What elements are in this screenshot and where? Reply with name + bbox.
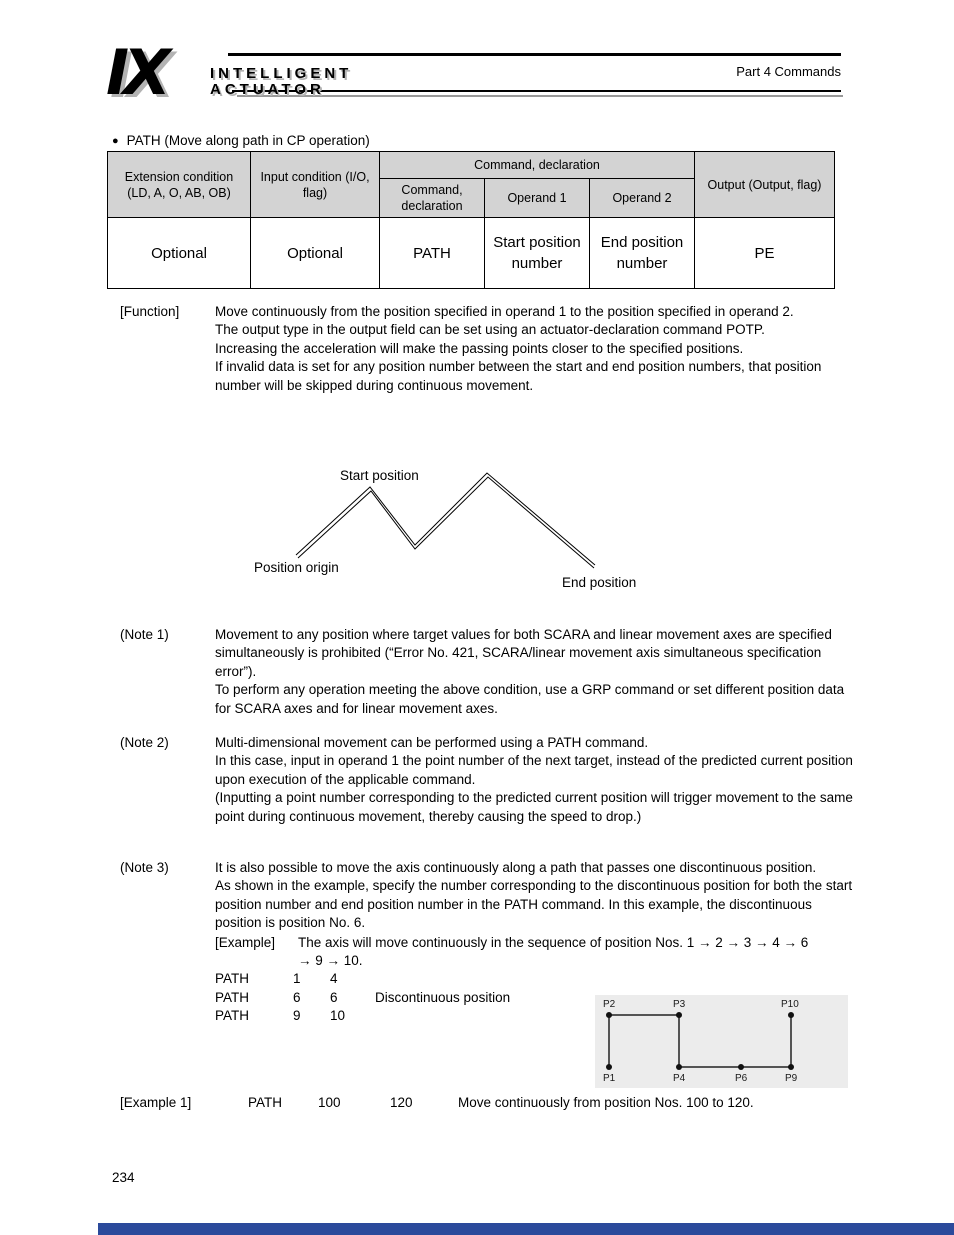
discontinuous-path-diagram: P2 P3 P10 P1 P4 P6 P9 [595, 995, 848, 1093]
path-diagram: Start position Position origin End posit… [240, 458, 660, 608]
note1-section: (Note 1) Movement to any position where … [120, 626, 855, 718]
note2-paragraph: In this case, input in operand 1 the poi… [215, 753, 853, 787]
example-text: The axis will move continuously in the s… [298, 934, 809, 969]
th-operand2: Operand 2 [589, 178, 695, 218]
path-command: PATH [215, 989, 250, 1005]
point-p10-dot [788, 1012, 794, 1018]
note3-paragraph: As shown in the example, specify the num… [215, 878, 853, 931]
path-start: 1 [293, 971, 301, 987]
path-command: PATH [215, 1008, 250, 1024]
point-p3-dot [676, 1012, 682, 1018]
example1-operand2: 120 [390, 1095, 413, 1110]
path-code-row: PATH 9 10 [215, 1007, 855, 1025]
cell-extension: Optional [107, 217, 251, 289]
position-origin-label: Position origin [254, 560, 339, 575]
brand-logo: IX INTELLIGENT ACTUATOR [106, 36, 406, 109]
th-command-declaration-group: Command, declaration [379, 151, 695, 179]
example1-command: PATH [248, 1095, 283, 1110]
point-p6-label: P6 [735, 1073, 748, 1084]
point-p4-label: P4 [673, 1073, 686, 1084]
logo-wordmark-line1: INTELLIGENT [210, 65, 353, 82]
note1-label: (Note 1) [120, 627, 169, 642]
note3-label: (Note 3) [120, 860, 169, 875]
example1-description: Move continuously from position Nos. 100… [458, 1095, 754, 1110]
function-text: Move continuously from the position spec… [215, 303, 855, 395]
th-operand1: Operand 1 [484, 178, 590, 218]
note2-label: (Note 2) [120, 735, 169, 750]
note3-paragraph: It is also possible to move the axis con… [215, 860, 817, 875]
path-start: 6 [293, 989, 301, 1005]
example1-row: [Example 1] PATH 100 120 Move continuously f… [120, 1095, 754, 1110]
point-p2-dot [606, 1012, 612, 1018]
footer-accent-bar [98, 1223, 954, 1235]
point-p1-dot [606, 1064, 612, 1070]
point-p3-label: P3 [673, 999, 686, 1010]
path-code-row: PATH 1 4 [215, 970, 855, 988]
cell-operand2: End position number [589, 217, 695, 289]
point-p4-dot [676, 1064, 682, 1070]
note2-section: (Note 2) Multi-dimensional movement can … [120, 734, 855, 826]
logo-wordmark-line2: ACTUATOR [210, 81, 325, 98]
command-spec-table: Extension condition (LD, A, O, AB, OB) I… [107, 151, 835, 289]
cell-operand1: Start position number [484, 217, 590, 289]
path-line-upper [295, 472, 596, 566]
function-label: [Function] [120, 304, 180, 319]
bullet-icon: ● [112, 135, 119, 147]
note1-text: Movement to any position where target va… [215, 626, 855, 718]
cell-output: PE [694, 217, 835, 289]
path-end: 10 [330, 1008, 346, 1024]
note3-section: (Note 3) It is also possible to move the… [120, 859, 855, 1026]
th-command-declaration: Command, declaration [379, 178, 485, 218]
table-row: Optional Optional PATH Start position nu… [107, 217, 835, 289]
logo-ix-mark: IX [106, 36, 171, 109]
function-paragraph: Move continuously from the position spec… [215, 304, 794, 319]
path-code-row: PATH 6 6 Discontinuous position [215, 989, 855, 1007]
point-p9-label: P9 [785, 1073, 798, 1084]
path-command: PATH [215, 971, 250, 987]
example1-label: [Example 1] [120, 1095, 192, 1110]
command-title-text: PATH (Move along path in CP operation) [126, 133, 370, 148]
note2-paragraph: (Inputting a point number corresponding … [215, 790, 853, 824]
th-input-condition: Input condition (I/O, flag) [250, 151, 380, 218]
path-diagram-svg: Start position Position origin End posit… [254, 468, 636, 590]
note1-paragraph: Movement to any position where target va… [215, 627, 832, 679]
discontinuous-path-svg: P2 P3 P10 P1 P4 P6 P9 [595, 995, 848, 1088]
note3-example: [Example] The axis will move continuously… [215, 934, 855, 971]
point-p6-dot [738, 1064, 744, 1070]
point-p10-label: P10 [781, 999, 799, 1010]
note1-paragraph: To perform any operation meeting the abo… [215, 682, 845, 716]
path-end: 4 [330, 971, 338, 987]
point-p1-label: P1 [603, 1073, 616, 1084]
header-rule-shadow [237, 95, 843, 97]
path-note: Discontinuous position [375, 989, 511, 1005]
example1-operand1: 100 [318, 1095, 341, 1110]
header-section-title: Part 4 Commands [736, 64, 841, 79]
th-extension-condition: Extension condition (LD, A, O, AB, OB) [107, 151, 251, 218]
point-p2-label: P2 [603, 999, 616, 1010]
command-title: ● PATH (Move along path in CP operation) [112, 133, 370, 148]
path-start: 9 [293, 1008, 301, 1024]
function-paragraph: Increasing the acceleration will make th… [215, 340, 744, 356]
note3-text: It is also possible to move the axis con… [215, 859, 855, 1026]
logo-wordmark: INTELLIGENT ACTUATOR [210, 66, 352, 98]
end-position-label: End position [562, 575, 636, 590]
point-p9-dot [788, 1064, 794, 1070]
cell-input: Optional [250, 217, 380, 289]
header-rule-top [228, 53, 841, 56]
note2-text: Multi-dimensional movement can be perfor… [215, 734, 855, 826]
cell-command: PATH [379, 217, 485, 289]
page-number: 234 [112, 1170, 135, 1185]
header-rule-bottom [232, 90, 841, 92]
function-paragraph: The output type in the output field can … [215, 322, 765, 338]
discontinuous-path-line [608, 1014, 792, 1068]
function-paragraph: If invalid data is set for any position … [215, 359, 822, 393]
example-label: [Example] [215, 934, 276, 950]
th-output: Output (Output, flag) [694, 151, 835, 218]
path-end: 6 [330, 989, 338, 1005]
start-position-label: Start position [340, 468, 419, 483]
note2-paragraph: Multi-dimensional movement can be perfor… [215, 735, 649, 750]
path-line-lower [297, 476, 595, 569]
function-section: [Function] Move continuously from the po… [120, 303, 855, 395]
